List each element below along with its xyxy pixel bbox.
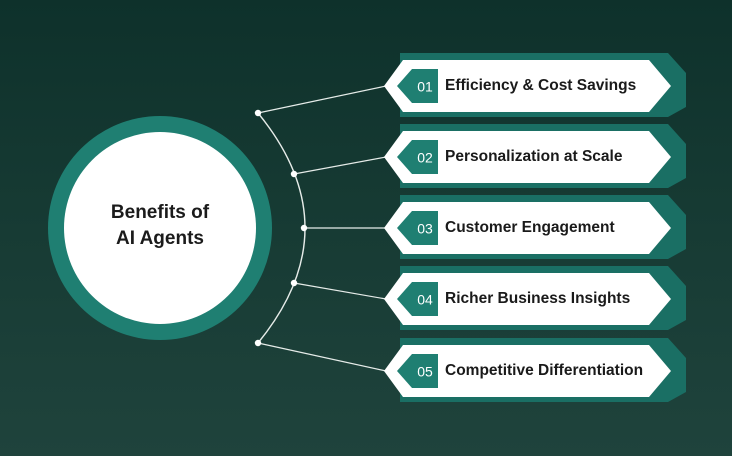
- number-badge: [397, 69, 438, 103]
- item-number: 04: [417, 292, 433, 308]
- number-badge: [397, 282, 438, 316]
- connector-dot-3: [300, 224, 308, 232]
- item-card-3: 03: [384, 195, 686, 259]
- item-label-5: Competitive Differentiation: [445, 362, 644, 379]
- item-card-4: 04: [384, 266, 686, 330]
- number-badge: [397, 140, 438, 174]
- connector-dot-1: [254, 109, 262, 117]
- item-number: 03: [417, 221, 433, 237]
- connector-line-1: [257, 85, 387, 114]
- item-number: 01: [417, 79, 433, 95]
- item-label-1: Efficiency & Cost Savings: [445, 77, 637, 94]
- item-card-5: 05: [384, 338, 686, 402]
- connector-lines: [257, 85, 387, 372]
- item-card-1: 01: [384, 53, 686, 117]
- card-face: [384, 345, 671, 397]
- card-face: [384, 273, 671, 325]
- connector-dot-5: [254, 339, 262, 347]
- item-label-2: Personalization at Scale: [445, 148, 623, 165]
- card-face: [384, 131, 671, 183]
- item-label-3: Customer Engagement: [445, 219, 615, 236]
- item-number: 02: [417, 150, 433, 166]
- center-title-line-1: Benefits of: [110, 202, 210, 223]
- connector-line-2: [293, 156, 387, 175]
- item-number: 05: [417, 364, 433, 380]
- center-disc: [64, 132, 256, 324]
- card-face: [384, 60, 671, 112]
- card-face: [384, 202, 671, 254]
- center-title-line-2: AI Agents: [116, 228, 204, 249]
- connector-dot-2: [290, 170, 298, 178]
- center-title: Benefits of AI Agents: [60, 200, 260, 252]
- number-badge: [397, 211, 438, 245]
- connector-dot-4: [290, 279, 298, 287]
- item-label-4: Richer Business Insights: [445, 290, 631, 307]
- item-card-2: 02: [384, 124, 686, 188]
- connector-dots: [254, 109, 308, 347]
- connector-line-4: [293, 282, 387, 300]
- number-badge: [397, 354, 438, 388]
- connector-line-5: [257, 342, 387, 372]
